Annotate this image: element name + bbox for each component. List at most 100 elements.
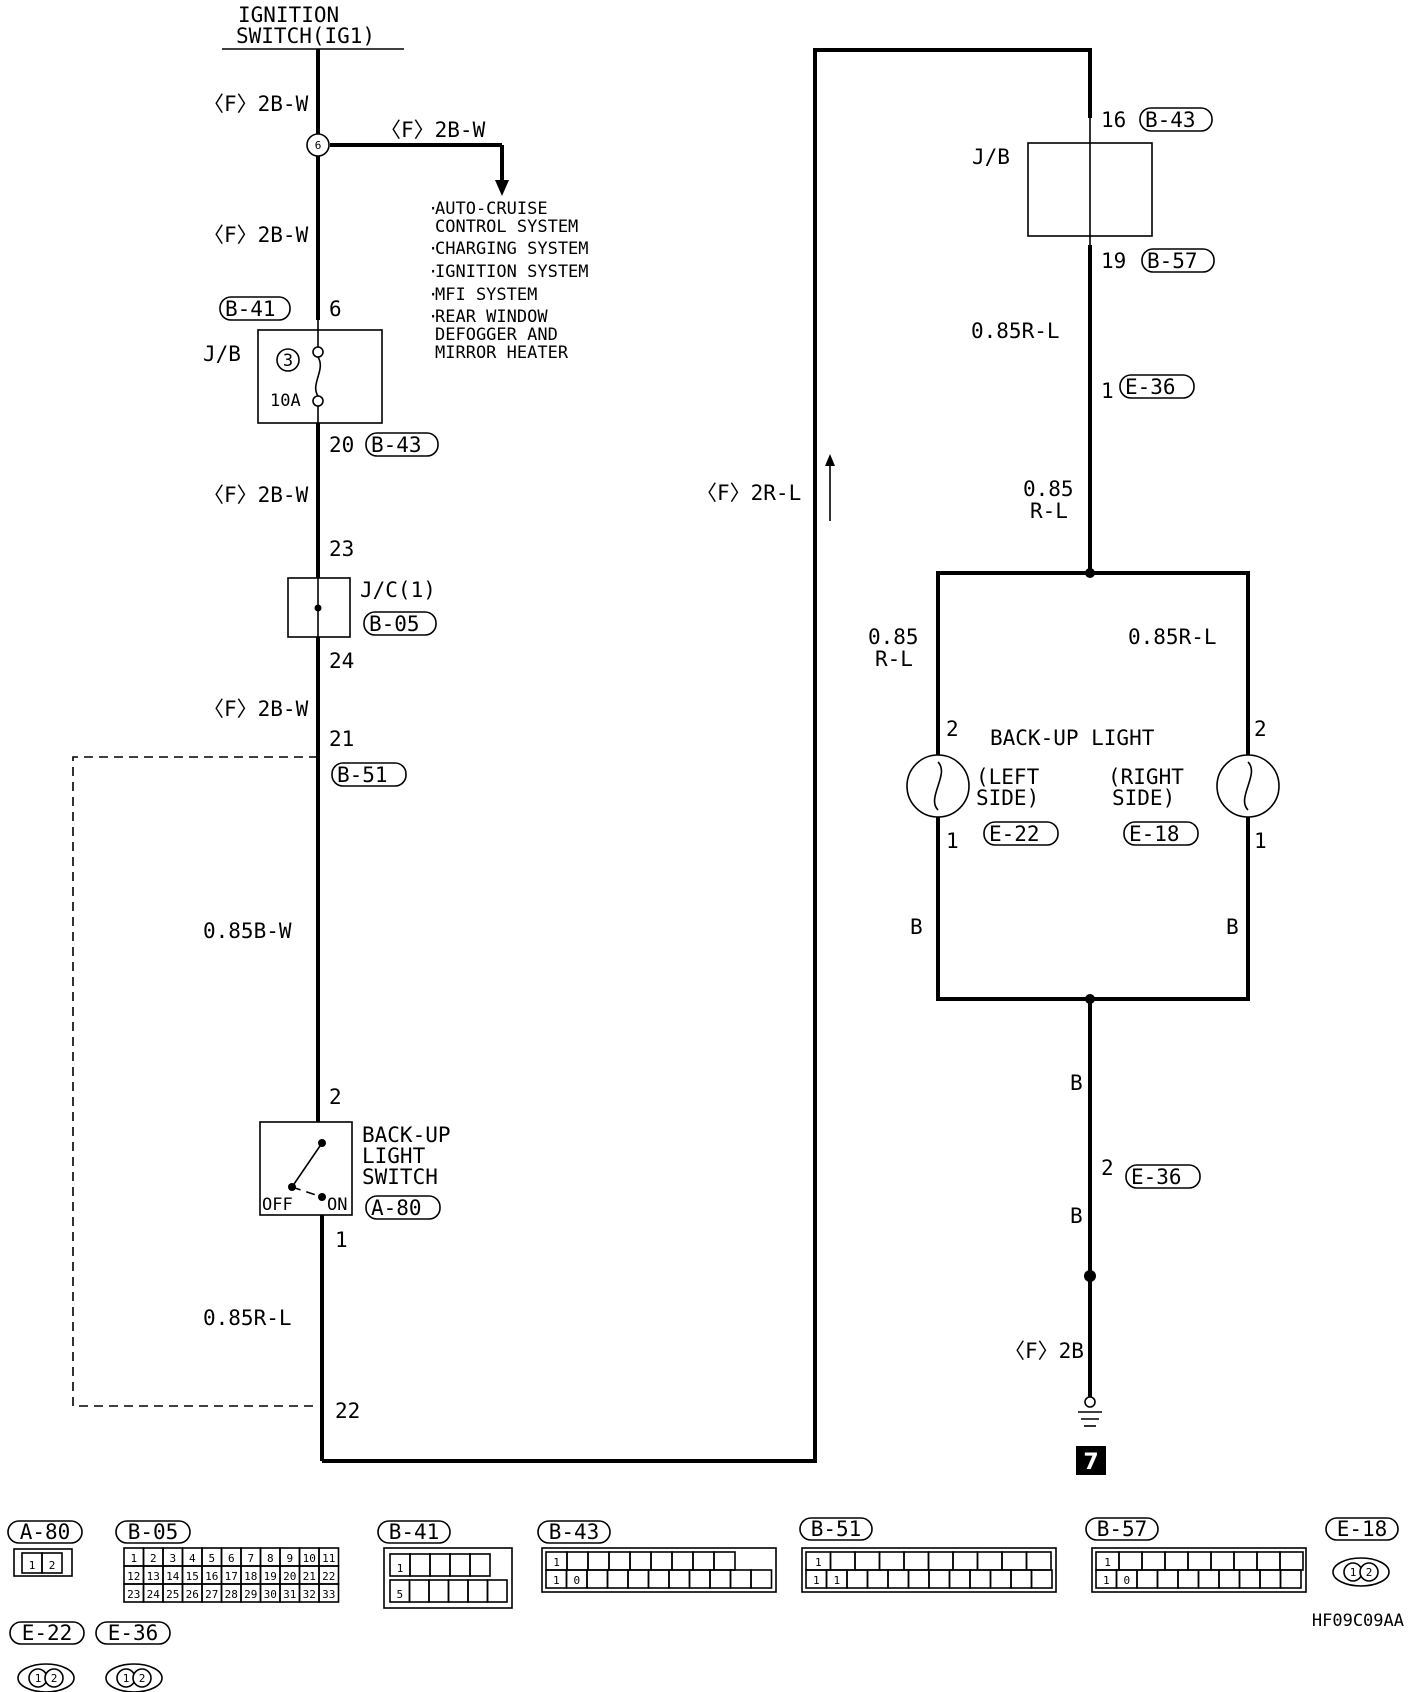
conn-b43-right-label: B-43: [1145, 108, 1196, 132]
pin-16: 16: [1101, 108, 1126, 132]
system-autocruise-2: CONTROL SYSTEM: [435, 217, 578, 237]
flow-arrow-icon: [825, 454, 835, 466]
fuse-number-marker: [276, 348, 300, 372]
conn-b05-label: B-05: [369, 612, 420, 636]
pin-cell: [878, 1551, 905, 1571]
pin-number: 9: [286, 1552, 293, 1565]
conn-tag-b57: [1141, 248, 1215, 273]
conn-name-b43: B-43: [549, 1520, 600, 1544]
pin-number: 28: [225, 1588, 238, 1601]
ground-number: 7: [1083, 1450, 1098, 1475]
pin-number: 1: [815, 1556, 822, 1569]
pin-cell: [671, 1551, 694, 1571]
pin-number: 3: [169, 1552, 176, 1565]
pin-cell: [1210, 1551, 1235, 1571]
pin-number: 2: [139, 1672, 146, 1685]
pin-cell: [1187, 1551, 1212, 1571]
pin-cell: [1233, 1551, 1258, 1571]
pin-number: 1: [130, 1552, 137, 1565]
fuse-terminal-bottom: [312, 395, 324, 407]
pin-number: 32: [303, 1588, 316, 1601]
wire-label-w11-1: 0.85: [868, 625, 919, 649]
pin-cell: [449, 1553, 471, 1577]
wire-label-w10-2: R-L: [1030, 499, 1068, 523]
pin-cell: [1164, 1551, 1189, 1571]
left-side-2: SIDE): [976, 786, 1039, 810]
pin-1-switch: 1: [335, 1228, 348, 1252]
splice-number: 6: [315, 139, 322, 152]
pin-number: 17: [225, 1570, 238, 1583]
pin-cell: [627, 1569, 650, 1589]
figure-code: HF09C09AA: [1312, 1611, 1404, 1631]
pin-e36-1: 1: [1101, 379, 1114, 403]
pin-cell: [887, 1569, 910, 1589]
pin-cell: [928, 1569, 951, 1589]
left-lamp-filament-icon: [933, 761, 943, 811]
pin-cell: [866, 1569, 889, 1589]
pin-number: 21: [303, 1570, 316, 1583]
switch-on-label: ON: [327, 1195, 347, 1215]
pin-number: 13: [147, 1570, 160, 1583]
pin-19: 19: [1101, 249, 1126, 273]
pin-cell: [1256, 1551, 1281, 1571]
conn-tag-b43: [537, 1520, 611, 1544]
pin-number: 5: [208, 1552, 215, 1565]
pin-cell: [629, 1551, 652, 1571]
pin-cell: [709, 1569, 732, 1589]
pin-2-left-lamp: 2: [946, 717, 959, 741]
pin-cell: [650, 1551, 673, 1571]
back-up-light-title: BACK-UP LIGHT: [990, 726, 1155, 750]
pin-number: 33: [322, 1588, 335, 1601]
pin-number: 7: [247, 1552, 254, 1565]
jb-right-label: J/B: [972, 145, 1010, 169]
pin-cell: [688, 1569, 711, 1589]
pin-number: 31: [283, 1588, 296, 1601]
pin-number: 18: [244, 1570, 257, 1583]
switch-name-2: LIGHT: [362, 1144, 426, 1168]
pin-cell: [428, 1579, 450, 1603]
pin-cell: [429, 1553, 451, 1577]
pin-cell: [409, 1553, 431, 1577]
pin-cell: [1141, 1551, 1166, 1571]
conn-tag-b43: [365, 432, 439, 457]
pin-grid-b51-top: 1: [805, 1551, 1052, 1571]
pin-1-left-lamp: 1: [946, 829, 959, 853]
conn-tag-e36: [95, 1621, 171, 1645]
right-side-1: (RIGHT: [1108, 765, 1184, 789]
conn-tag-a80: [365, 1195, 441, 1220]
wire-label-w4: 〈F〉2B-W: [203, 483, 309, 507]
pin-circle: [1359, 1562, 1379, 1582]
pin-cell: [318, 1583, 340, 1603]
conn-a80-label: A-80: [371, 1196, 422, 1220]
system-bullet: ·: [428, 199, 438, 219]
back-up-light-switch: [259, 1121, 353, 1216]
pin-cell: [854, 1551, 881, 1571]
pin-number: 26: [186, 1588, 199, 1601]
pin-cell: [989, 1569, 1012, 1589]
pin-cell: [952, 1551, 979, 1571]
pin-number: 16: [205, 1570, 218, 1583]
source-label-line1: IGNITION: [238, 3, 339, 27]
pin-24: 24: [329, 649, 354, 673]
pin-cell: [829, 1551, 856, 1571]
b43-shell: [541, 1547, 777, 1593]
conn-e22-label: E-22: [989, 822, 1040, 846]
conn-tag-e22: [9, 1621, 85, 1645]
pin-cell: [668, 1569, 691, 1589]
source-label-line2: SWITCH(IG1): [236, 24, 375, 48]
wire-label-w7: 0.85R-L: [203, 1306, 292, 1330]
pin-number: 10: [303, 1552, 316, 1565]
wire-label-w16: B: [1070, 1204, 1083, 1228]
jc-label: J/C(1): [360, 578, 436, 602]
pin-cell: [447, 1579, 469, 1603]
pin-cell: [692, 1551, 715, 1571]
ground-terminal: [1084, 1396, 1096, 1408]
pin-number: 1: [29, 1559, 36, 1572]
branch-arrow-icon: [495, 180, 509, 196]
pin-cell: [1156, 1569, 1179, 1589]
conn-name-e18: E-18: [1337, 1517, 1388, 1541]
pin-cell: [1025, 1551, 1052, 1571]
pin-cell: [903, 1551, 930, 1571]
